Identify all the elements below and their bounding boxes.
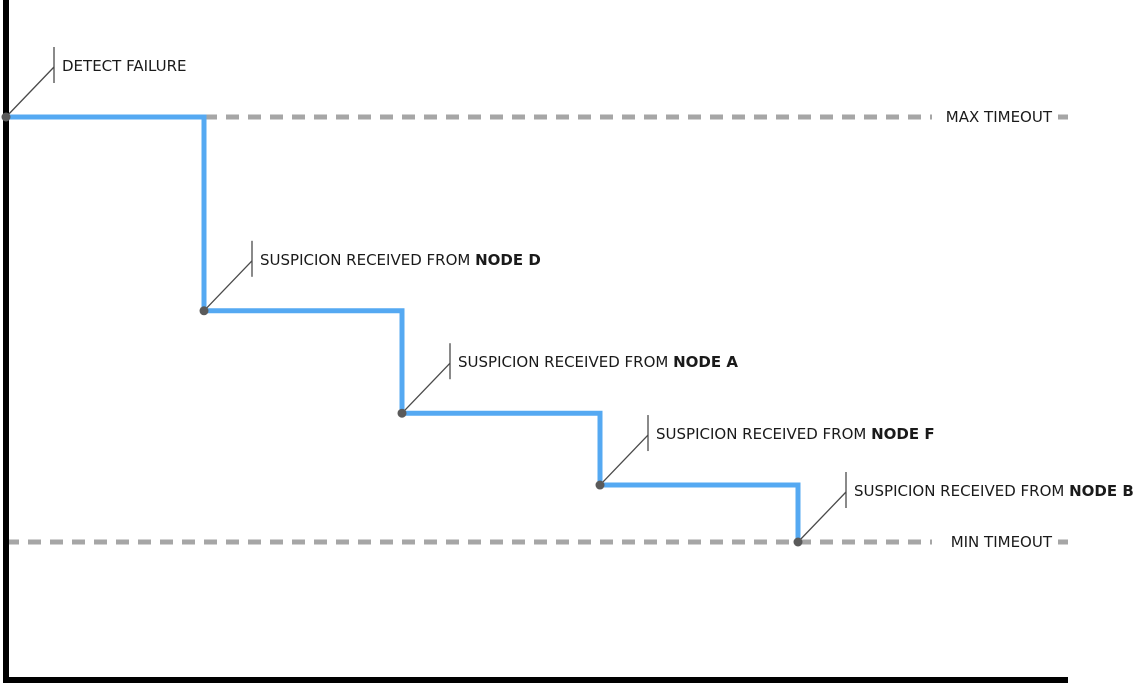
event-2: SUSPICION RECEIVED FROM NODE A bbox=[397, 343, 738, 418]
event-0: DETECT FAILURE bbox=[1, 47, 187, 122]
max-timeout-label: MAX TIMEOUT bbox=[946, 108, 1053, 126]
event-4: SUSPICION RECEIVED FROM NODE B bbox=[793, 472, 1134, 547]
event-1: SUSPICION RECEIVED FROM NODE D bbox=[199, 240, 541, 316]
event-label-node: NODE D bbox=[475, 251, 541, 269]
min-timeout-label: MIN TIMEOUT bbox=[951, 533, 1053, 551]
event-marker bbox=[397, 408, 407, 418]
event-annotations: DETECT FAILURE SUSPICION RECEIVED FROM NO… bbox=[1, 47, 1134, 547]
event-3: SUSPICION RECEIVED FROM NODE F bbox=[595, 415, 935, 490]
event-label-node: NODE B bbox=[1069, 482, 1134, 500]
event-callout-diagonal bbox=[5, 66, 55, 118]
event-marker bbox=[199, 306, 209, 316]
event-label: DETECT FAILURE bbox=[62, 57, 187, 75]
event-callout-diagonal bbox=[401, 362, 451, 414]
event-callout-diagonal bbox=[797, 491, 847, 543]
timeout-step-line bbox=[6, 114, 801, 542]
event-label: SUSPICION RECEIVED FROM NODE D bbox=[260, 251, 541, 269]
event-marker bbox=[1, 112, 11, 122]
timeout-step-series bbox=[6, 114, 801, 542]
axes bbox=[3, 0, 1068, 683]
event-label: SUSPICION RECEIVED FROM NODE F bbox=[656, 425, 935, 443]
event-marker bbox=[595, 480, 605, 490]
event-label-text: SUSPICION RECEIVED FROM bbox=[656, 425, 871, 443]
event-label-node: NODE F bbox=[871, 425, 934, 443]
event-label-text: SUSPICION RECEIVED FROM bbox=[260, 251, 475, 269]
event-label: SUSPICION RECEIVED FROM NODE B bbox=[854, 482, 1134, 500]
event-callout-diagonal bbox=[203, 260, 253, 312]
event-callout-diagonal bbox=[599, 434, 649, 486]
event-label-text: SUSPICION RECEIVED FROM bbox=[854, 482, 1069, 500]
event-label-text: SUSPICION RECEIVED FROM bbox=[458, 353, 673, 371]
event-label-text: DETECT FAILURE bbox=[62, 57, 187, 75]
event-label-node: NODE A bbox=[673, 353, 738, 371]
event-marker bbox=[793, 537, 803, 547]
event-label: SUSPICION RECEIVED FROM NODE A bbox=[458, 353, 738, 371]
